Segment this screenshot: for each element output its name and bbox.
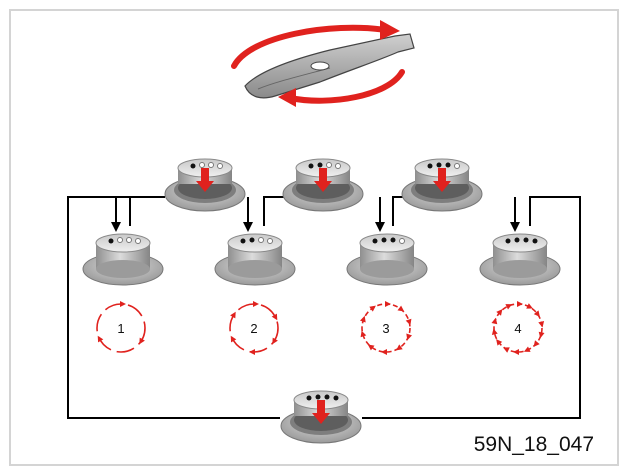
sequence-arrowheads	[111, 222, 520, 232]
step-number: 4	[514, 321, 521, 336]
press-knob-3	[401, 158, 483, 212]
speed-knob-2	[214, 233, 296, 286]
rotation-arrow-mark	[230, 335, 237, 343]
rotation-arrow-mark	[271, 313, 278, 321]
rotation-arrow-mark	[538, 321, 545, 328]
blade-icon	[244, 33, 415, 99]
rotation-arrow-mark	[385, 301, 391, 307]
rotation-arrow-icon	[231, 20, 405, 107]
rotation-arrow-mark	[526, 303, 533, 309]
rotation-arrow-mark	[139, 337, 145, 345]
rotation-arrow-mark	[491, 328, 498, 335]
rotation-arrow-mark	[538, 331, 545, 339]
rotation-arrow-mark	[496, 339, 503, 346]
rotation-arrow-mark	[517, 301, 523, 307]
rotation-arrow-mark	[505, 304, 513, 310]
figure-code: 59N_18_047	[473, 433, 594, 456]
rotation-arrow-mark	[120, 301, 126, 307]
rotation-arrow-mark	[523, 346, 531, 352]
speed-circle-1: 1	[96, 301, 146, 353]
press-knob-4	[280, 390, 362, 444]
rotation-arrow-mark	[406, 333, 412, 341]
speed-circle-4: 4	[491, 301, 545, 355]
rotation-arrow-mark	[369, 305, 376, 312]
rotation-arrow-mark	[533, 310, 540, 317]
speed-knob-4	[479, 233, 561, 286]
rotation-arrow-mark	[503, 347, 510, 353]
speed-circle-2: 2	[229, 301, 279, 355]
speed-knob-1	[82, 233, 164, 286]
press-knob-1	[164, 158, 246, 212]
rotation-arrow-mark	[533, 340, 540, 347]
rotation-arrow-mark	[496, 309, 503, 316]
rotation-arrow-mark	[360, 315, 366, 323]
rotation-arrow-mark	[491, 317, 498, 325]
rotation-arrow-mark	[397, 305, 405, 312]
press-knob-2	[282, 158, 364, 212]
rotation-arrow-mark	[396, 344, 403, 351]
rotation-arrow-mark	[367, 344, 375, 351]
step-number: 1	[117, 321, 124, 336]
step-number: 2	[250, 321, 257, 336]
figure-border	[9, 9, 619, 466]
rotation-arrow-mark	[381, 349, 387, 355]
rotation-arrow-mark	[249, 349, 255, 355]
speed-circle-3: 3	[360, 301, 412, 355]
rotation-arrow-mark	[97, 335, 104, 343]
speed-circles: 1 2 3 4	[96, 301, 545, 355]
step-number: 3	[382, 321, 389, 336]
rotation-arrow-mark	[405, 318, 412, 326]
sequence-lines	[67, 196, 581, 419]
rotation-arrow-mark	[253, 301, 259, 307]
rotation-arrow-mark	[360, 330, 367, 338]
rotation-arrow-mark	[513, 349, 519, 355]
rotation-arrow-mark	[272, 337, 278, 345]
rotation-arrow-mark	[230, 311, 236, 319]
speed-knob-3	[346, 233, 428, 286]
